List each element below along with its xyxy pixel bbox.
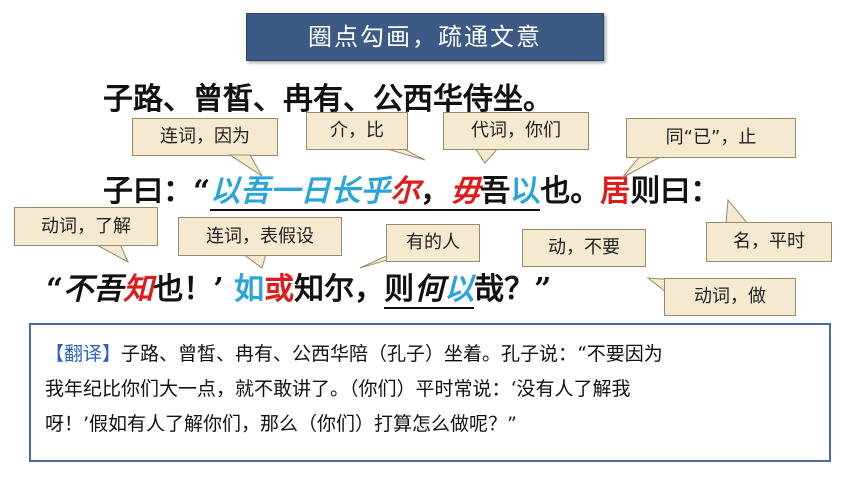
word-ju: 居 xyxy=(600,174,631,209)
text-line-2: 子曰：“以吾一日长乎尔，毋吾以也。居则曰： xyxy=(103,166,721,211)
slide-title: 圈点勾画，疏通文意 xyxy=(246,13,604,61)
callout-dongci-liaojie: 动词，了解 xyxy=(14,207,158,246)
translation-tag: 【翻译】 xyxy=(45,343,122,365)
callout-ming-pingshi: 名，平时 xyxy=(706,222,832,262)
callout-youde-ren: 有的人 xyxy=(386,224,480,262)
word-wu: 毋 xyxy=(450,174,481,209)
word-wu2: 吾 xyxy=(480,174,511,209)
line3-ye: 也！’ xyxy=(153,272,224,307)
callout-dongci-zuo: 动词，做 xyxy=(664,278,796,316)
word-er: 尔 xyxy=(390,174,421,209)
word-ze: 则 xyxy=(384,272,415,307)
callout-jie-bi: 介，比 xyxy=(306,112,408,150)
callout-lianci-yinwei: 连词，因为 xyxy=(132,118,278,156)
line2-open: 子曰：“ xyxy=(103,174,211,209)
line2-comma: ， xyxy=(420,174,451,209)
translation-line-3: 呀！’假如有人了解你们，那么（你们）打算怎么做呢？” xyxy=(45,413,517,435)
word-he: 何 xyxy=(414,272,445,307)
word-yi: 以吾一日长 xyxy=(210,174,361,209)
text-line-3: “不吾知也！’ 如或知尔，则何以哉？” xyxy=(46,264,552,309)
word-yi2: 以 xyxy=(510,174,541,209)
word-zhi: 知 xyxy=(123,272,154,307)
callout-daici-nimen: 代词，你们 xyxy=(443,112,589,150)
callout-lianci-biaojiashe: 连词，表假设 xyxy=(178,217,342,256)
phrase-buwu: 不吾 xyxy=(63,272,124,307)
line3-open: “ xyxy=(46,272,64,307)
word-yi3: 以 xyxy=(444,272,475,307)
line3-end: 哉？” xyxy=(474,272,552,307)
tail-6 xyxy=(241,253,267,269)
underlined-phrase: 以吾一日长乎尔，毋吾以 xyxy=(210,174,541,211)
tail-1 xyxy=(228,154,263,177)
word-huo: 或 xyxy=(264,272,295,307)
tail-4 xyxy=(621,155,663,179)
phrase-zhier: 知尔， xyxy=(294,272,385,307)
line2-end: 则曰： xyxy=(630,174,721,209)
callout-tong-yi-zhi: 同“已”，止 xyxy=(626,118,796,158)
callout-dong-buyao: 动，不要 xyxy=(522,229,646,267)
translation-line-1: 【翻译】子路、曾皙、冉有、公西华陪（孔子）坐着。孔子说：“不要因为 xyxy=(45,337,815,372)
tail-5 xyxy=(94,243,130,264)
translation-line-2: 我年纪比你们大一点，就不敢讲了。（你们）平时常说：‘没有人了解我 xyxy=(45,378,631,400)
underlined-phrase-2: 则何以 xyxy=(384,272,475,309)
translation-box: 【翻译】子路、曾皙、冉有、公西华陪（孔子）坐着。孔子说：“不要因为 我年纪比你们… xyxy=(29,323,831,462)
tail-3 xyxy=(474,147,500,164)
text-line-1: 子路、曾皙、冉有、公西华侍坐。 xyxy=(103,82,553,117)
tail-9 xyxy=(725,198,750,225)
word-hu: 乎 xyxy=(360,174,391,209)
word-ru: 如 xyxy=(234,272,265,307)
word-ye: 也。 xyxy=(540,174,601,209)
translation-text-1: 子路、曾皙、冉有、公西华陪（孔子）坐着。孔子说：“不要因为 xyxy=(121,343,663,365)
